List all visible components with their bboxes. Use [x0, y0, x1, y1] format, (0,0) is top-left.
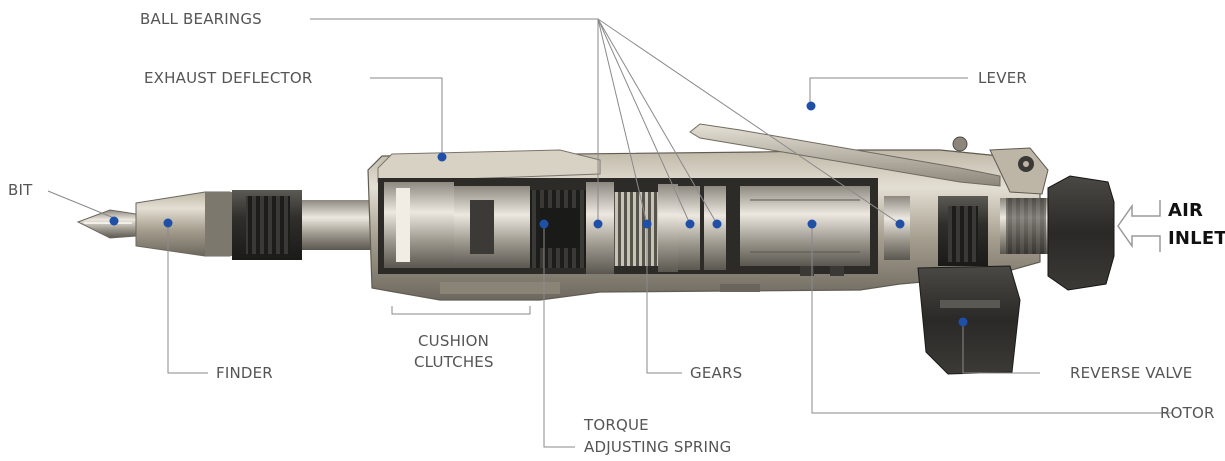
leader-lever — [809, 77, 968, 106]
marker-exhaust-deflector — [437, 152, 447, 162]
reverse-valve-part — [917, 196, 1021, 375]
front-chuck — [232, 190, 372, 260]
leader-rotor — [811, 224, 1172, 414]
label-cushion-line2: CLUTCHES — [414, 353, 494, 371]
marker-bearing-3 — [712, 219, 722, 229]
label-finder: FINDER — [216, 364, 273, 382]
bit-part — [76, 209, 137, 239]
label-gears: GEARS — [690, 364, 743, 382]
leader-ball-bearings-2 — [597, 18, 648, 225]
label-exhaust-deflector: EXHAUST DEFLECTOR — [144, 69, 313, 87]
marker-bit — [109, 216, 119, 226]
label-air-line2: INLET — [1168, 228, 1225, 249]
leader-reverse-valve — [962, 322, 1040, 374]
marker-bearing-1 — [593, 219, 603, 229]
marker-finder — [163, 218, 173, 228]
label-ball-bearings: BALL BEARINGS — [140, 10, 262, 28]
leader-exhaust-deflector — [370, 77, 443, 156]
label-air-line1: AIR — [1168, 200, 1204, 221]
leader-cushion-clutches — [391, 306, 531, 315]
marker-rotor — [807, 219, 817, 229]
label-torque-line2: ADJUSTING SPRING — [584, 438, 732, 456]
label-bit: BIT — [8, 181, 33, 199]
leader-ball-bearings-3 — [597, 18, 691, 225]
marker-lever — [806, 101, 816, 111]
label-rotor: ROTOR — [1160, 404, 1215, 422]
marker-bearing-4 — [895, 219, 905, 229]
leader-lines — [47, 18, 1172, 448]
leader-bit — [47, 190, 115, 219]
air-inlet-fitting — [1000, 175, 1115, 291]
label-reverse-valve: REVERSE VALVE — [1070, 364, 1193, 382]
label-lever: LEVER — [978, 69, 1027, 87]
label-torque-line1: TORQUE — [584, 416, 649, 434]
air-inlet-arrow-icon — [1117, 200, 1161, 252]
marker-torque-spring — [539, 219, 549, 229]
leader-gears — [646, 224, 682, 374]
main-housing — [367, 149, 1041, 301]
marker-gears — [642, 219, 652, 229]
leader-ball-bearings-4 — [597, 18, 718, 225]
leader-finder — [167, 224, 208, 374]
leader-ball-bearings-5 — [597, 18, 901, 225]
marker-bearing-2 — [685, 219, 695, 229]
leader-torque-spring — [543, 224, 575, 448]
label-cushion-line1: CUSHION — [418, 332, 490, 350]
finder-part — [135, 191, 233, 257]
lever-part — [689, 123, 1049, 195]
marker-reverse-valve — [958, 317, 968, 327]
